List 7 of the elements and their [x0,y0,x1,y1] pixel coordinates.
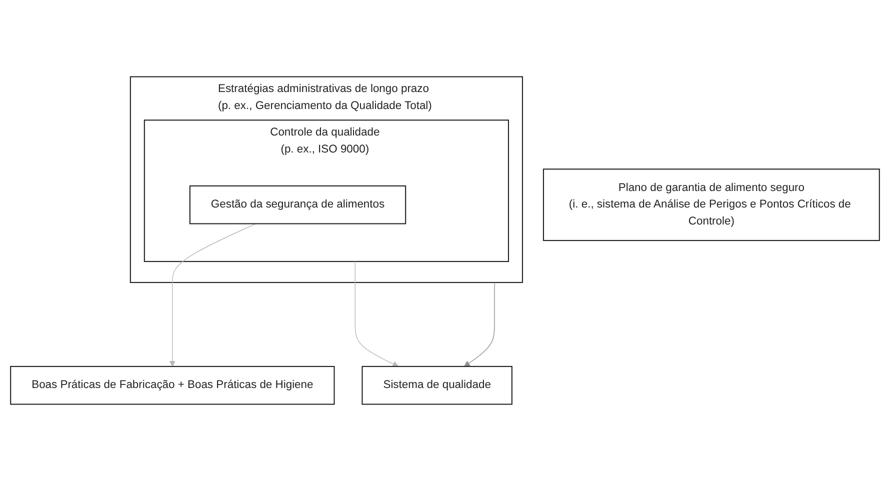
arrow [169,223,256,367]
node-box: Sistema de qualidade [362,366,512,405]
node-box: Plano de garantia de alimento seguro (i. e., sistema de Análise de Perigos e Pontos Críticos de Controle) [542,168,880,242]
arrow [464,282,495,367]
arrow [354,261,399,367]
node-box: Boas Práticas de Fabricação + Boas Práticas de Higiene [10,366,335,405]
node-box: Gestão da segurança de alimentos [189,185,406,224]
